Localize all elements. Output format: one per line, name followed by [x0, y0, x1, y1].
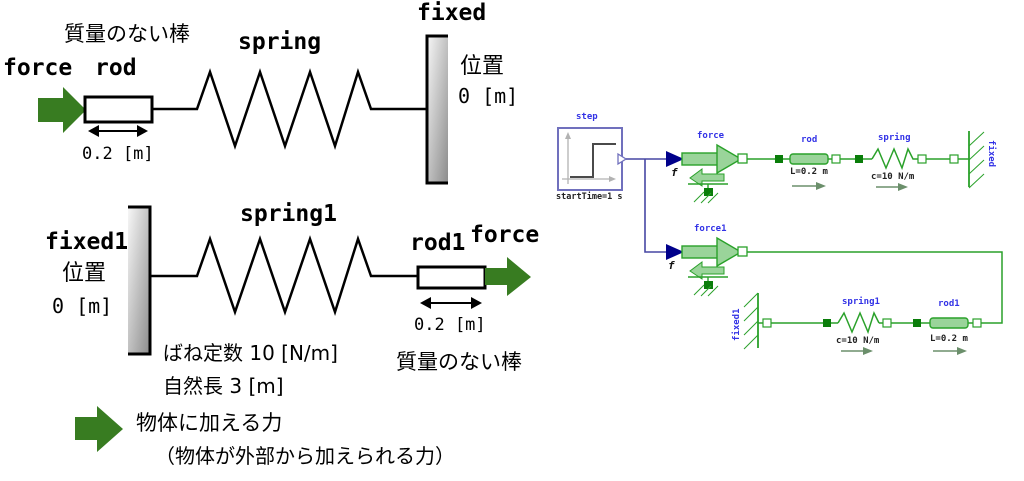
- spring1-component: [823, 311, 892, 355]
- rod-label: rod: [801, 135, 818, 145]
- s2-spring1-label: spring1: [240, 201, 337, 227]
- legend-line2: （物体が外部から加えられる力）: [155, 444, 455, 468]
- legend-force-arrow-icon: [75, 406, 123, 452]
- force-port-f: f: [671, 166, 678, 179]
- spring-shape: [152, 68, 427, 151]
- rod1-label: rod1: [938, 299, 960, 309]
- step-block: [557, 127, 628, 191]
- force-arrow-icon: [38, 87, 86, 133]
- fixed1-component: [743, 292, 772, 350]
- s2-natural-length-note: 自然長 3 [m]: [163, 374, 284, 398]
- fixed1-wall: [128, 205, 152, 356]
- fixed-label: fixed: [986, 140, 996, 168]
- fixed-component: [949, 131, 985, 189]
- spring-param: c=10 N/m: [871, 172, 915, 182]
- spring1-shape: [150, 235, 418, 317]
- rod-shape: [83, 95, 154, 124]
- force1-component: [666, 236, 748, 297]
- fixed1-label: fixed1: [732, 308, 742, 341]
- force-label: force: [697, 131, 725, 141]
- force1-port-f: f: [668, 259, 675, 272]
- s2-massless-rod-note: 質量のない棒: [396, 350, 522, 374]
- force1-to-rod1-wire: [747, 251, 1003, 324]
- s1-position-value: 0 [m]: [458, 84, 519, 108]
- s1-rod-length: 0.2 [m]: [82, 144, 154, 164]
- legend-line1: 物体に加える力: [136, 411, 283, 435]
- s2-spring-constant-note: ばね定数 10 [N/m]: [163, 341, 338, 365]
- rod1-param: L=0.2 m: [930, 334, 968, 344]
- s1-rod-label: rod: [95, 55, 137, 81]
- s1-force-label: force: [3, 55, 73, 81]
- rod1-dimension-arrow: [420, 297, 482, 309]
- rod1-shape: [416, 265, 487, 290]
- force1-arrow-icon: [485, 257, 531, 296]
- s2-force-label: force: [470, 222, 540, 248]
- step-param: startTime=1 s: [556, 192, 623, 202]
- s2-position-label: 位置: [62, 261, 107, 286]
- s1-massless-rod-note: 質量のない棒: [64, 22, 190, 46]
- s1-fixed-label: fixed: [417, 0, 487, 26]
- s2-position-value: 0 [m]: [52, 294, 113, 318]
- s1-spring-label: spring: [238, 29, 322, 55]
- rod-dimension-arrow: [88, 125, 148, 137]
- rod-component: [775, 153, 841, 190]
- fixed-wall: [425, 34, 448, 185]
- spring1-param: c=10 N/m: [836, 336, 880, 346]
- rod1-component: [913, 317, 982, 355]
- spring-label: spring: [878, 133, 911, 143]
- step-label: step: [576, 112, 598, 122]
- spring-component: [855, 147, 927, 191]
- s2-rod-length: 0.2 [m]: [414, 315, 486, 335]
- signal-wires: [626, 158, 666, 253]
- s2-rod1-label: rod1: [410, 230, 466, 256]
- force-component: [666, 143, 748, 204]
- force1-label: force1: [694, 224, 727, 234]
- spring1-label: spring1: [842, 297, 880, 307]
- rod-param: L=0.2 m: [790, 167, 828, 177]
- s1-position-label: 位置: [460, 54, 505, 79]
- s2-fixed1-label: fixed1: [45, 229, 129, 255]
